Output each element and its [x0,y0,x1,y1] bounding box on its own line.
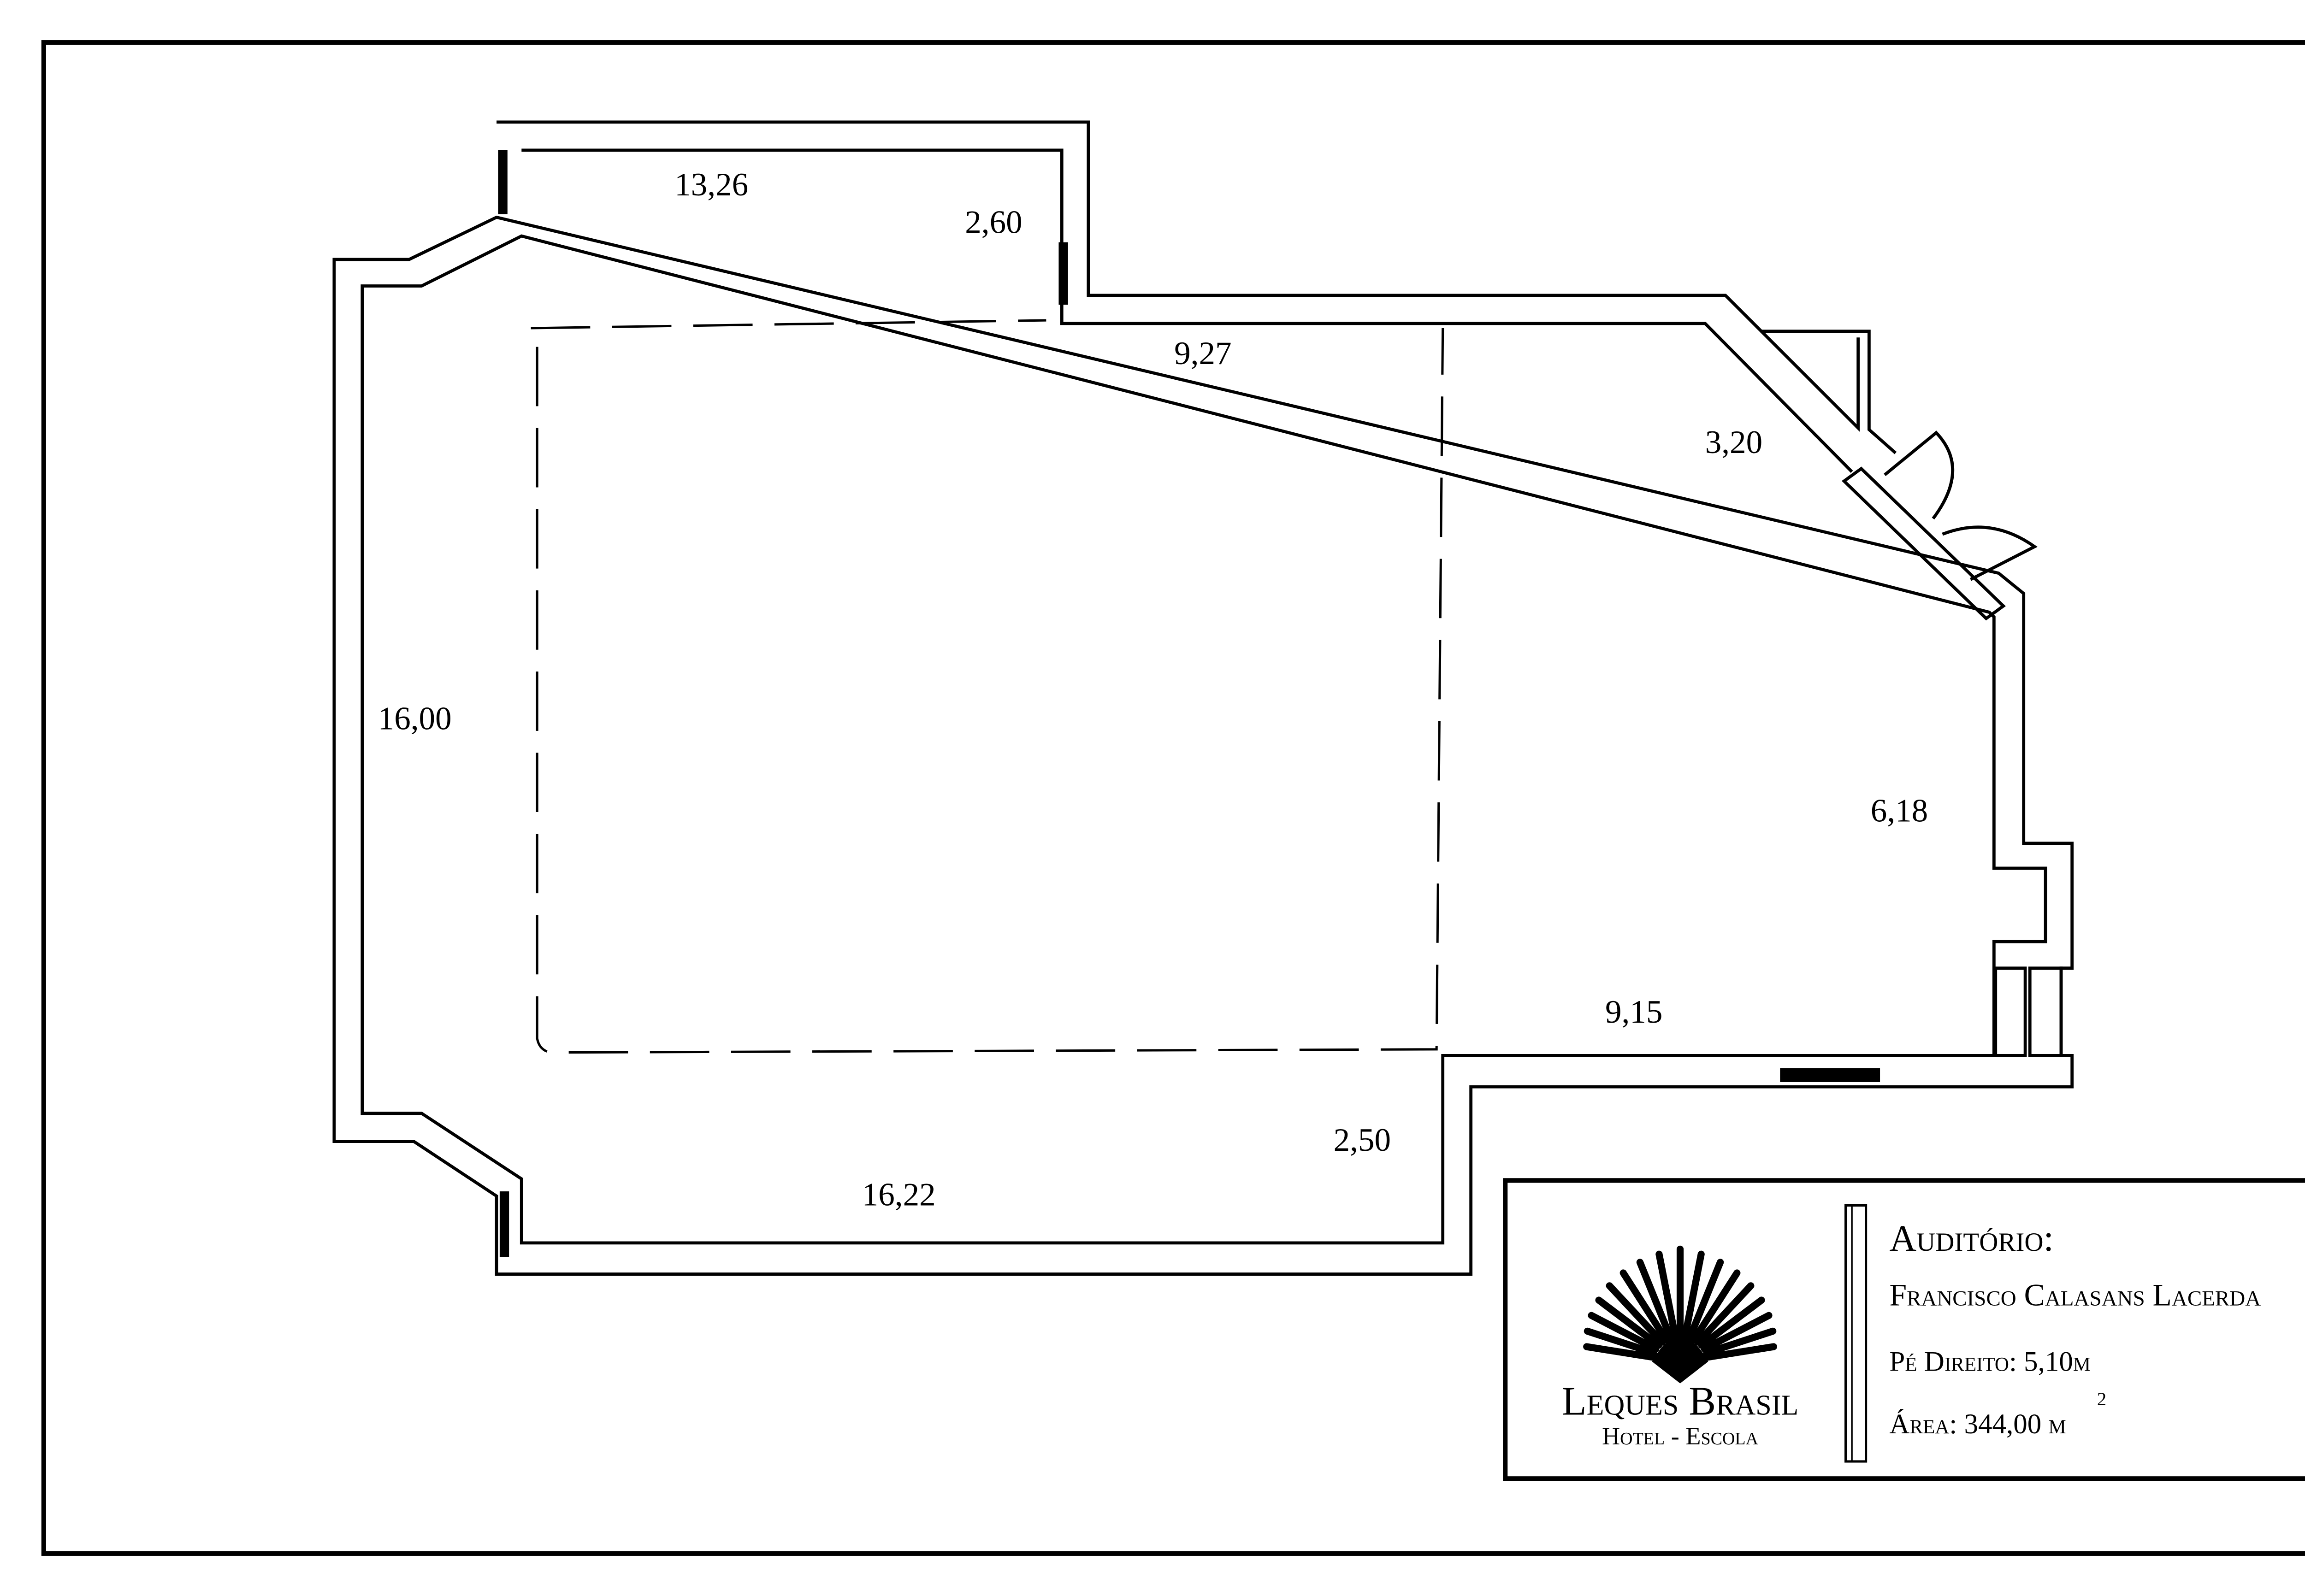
leques-logo [1583,1245,1777,1384]
logo-fan-rib [1690,1269,1741,1343]
logo-fan-rib [1583,1343,1656,1361]
dim-top-left: 13,26 [674,167,748,203]
dim-diagonal: 3,20 [1705,424,1762,460]
legend-box: Leques Brasil Hotel - Escola Auditório: … [1503,1178,2305,1481]
legend-title: Auditório: [1889,1218,2054,1259]
logo-fan-rib [1588,1312,1660,1353]
ceiling-height: Pé Direito: 5,10m [1889,1347,2091,1378]
walls [332,120,2074,1276]
dim-bottom-left: 16,22 [862,1177,936,1213]
door-pair [1841,430,2038,621]
area-exponent: 2 [2097,1389,2106,1409]
wall-markers [498,150,1880,1257]
logo-fan-base [1652,1337,1708,1384]
logo-subtitle: Hotel - Escola [1602,1422,1759,1450]
logo-fan-rib [1686,1259,1724,1342]
logo-fan-rib [1584,1327,1657,1357]
logo-fan-rib [1698,1296,1765,1349]
logo-fan-rib [1704,1343,1777,1361]
dim-bottom-step: 2,50 [1334,1122,1391,1158]
dim-bottom-right: 9,15 [1605,994,1662,1030]
logo-name: Leques Brasil [1562,1379,1798,1424]
dim-top-right: 9,27 [1174,336,1231,371]
logo-fan-rib [1655,1250,1679,1340]
logo-fan-rib [1595,1296,1662,1349]
logo-fan-rib [1636,1259,1674,1342]
dim-top-step: 2,60 [965,204,1022,240]
page-border [41,40,2305,1556]
area: Área: 344,00 m [1889,1409,2066,1440]
logo-fan-rib [1681,1250,1705,1340]
logo-fan-rib [1619,1269,1670,1343]
logo-fan-rib [1701,1312,1773,1353]
room-name: Francisco Calasans Lacerda [1889,1278,2261,1312]
stage-area-outline [531,319,1444,1054]
dim-right: 6,18 [1871,793,1928,829]
dim-left: 16,00 [378,701,452,736]
logo-fan-rib [1606,1282,1666,1346]
logo-fan-rib [1703,1327,1777,1357]
logo-fan-rib [1695,1282,1755,1346]
